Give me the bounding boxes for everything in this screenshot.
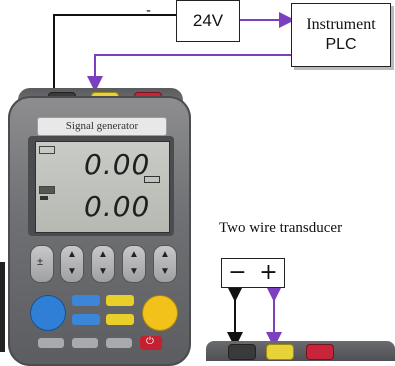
battery-icon (144, 176, 160, 183)
lcd-indicator-top (39, 146, 55, 154)
left-edge-strip (0, 262, 5, 352)
power-icon: ⏻ (146, 336, 154, 347)
lcd-screen: 0.00 0.00 (35, 141, 170, 233)
bottom-key-1[interactable] (38, 338, 64, 348)
transducer-jack-red (306, 344, 334, 360)
arrow-key-3[interactable]: ▲▼ (122, 245, 146, 283)
arrow-key-4[interactable]: ▲▼ (153, 245, 177, 283)
chevron-down-icon: ▼ (160, 266, 170, 277)
instrument-label: Instrument (306, 16, 376, 33)
plus-minus-key[interactable]: ± (30, 245, 54, 283)
lcd-indicator-bottom (39, 186, 55, 194)
transducer-device (206, 341, 395, 361)
chevron-down-icon: ▼ (67, 266, 77, 277)
bottom-key-2[interactable] (72, 338, 98, 348)
function-key-yellow-2[interactable] (106, 314, 134, 325)
lcd-bar-icon (40, 196, 48, 200)
chevron-up-icon: ▲ (98, 249, 108, 260)
transducer-jack-yellow (266, 344, 294, 360)
chevron-down-icon: ▼ (98, 266, 108, 277)
chevron-down-icon: ▼ (129, 266, 139, 277)
function-key-yellow-1[interactable] (106, 295, 134, 306)
lcd-reading-top: 0.00 (84, 148, 151, 181)
chevron-up-icon: ▲ (67, 249, 77, 260)
chevron-up-icon: ▲ (160, 249, 170, 260)
terminal-plus: + (259, 260, 278, 285)
supply-24v-box: 24V (176, 0, 240, 42)
transducer-terminal-box: − + (221, 258, 285, 288)
function-key-blue-2[interactable] (72, 314, 100, 325)
measure-button[interactable] (30, 295, 66, 331)
device-brand-label: Signal generator (37, 117, 167, 136)
transducer-label: Two wire transducer (219, 220, 343, 236)
lcd-reading-bottom: 0.00 (84, 190, 151, 223)
plc-label: PLC (325, 36, 357, 53)
bottom-key-3[interactable] (106, 338, 132, 348)
chevron-up-icon: ▲ (129, 249, 139, 260)
terminal-minus: − (228, 260, 247, 285)
power-button[interactable]: ⏻ (140, 336, 162, 350)
arrow-key-1[interactable]: ▲▼ (60, 245, 84, 283)
instrument-plc-box: Instrument PLC (291, 3, 391, 67)
transducer-jack-black (228, 344, 256, 360)
function-key-blue-1[interactable] (72, 295, 100, 306)
plus-minus-icon: ± (37, 256, 44, 268)
output-button[interactable] (142, 295, 178, 331)
wire-device-to-supply (53, 14, 176, 96)
arrow-key-2[interactable]: ▲▼ (91, 245, 115, 283)
supply-minus-label: - (146, 2, 151, 19)
supply-label: 24V (192, 11, 224, 30)
